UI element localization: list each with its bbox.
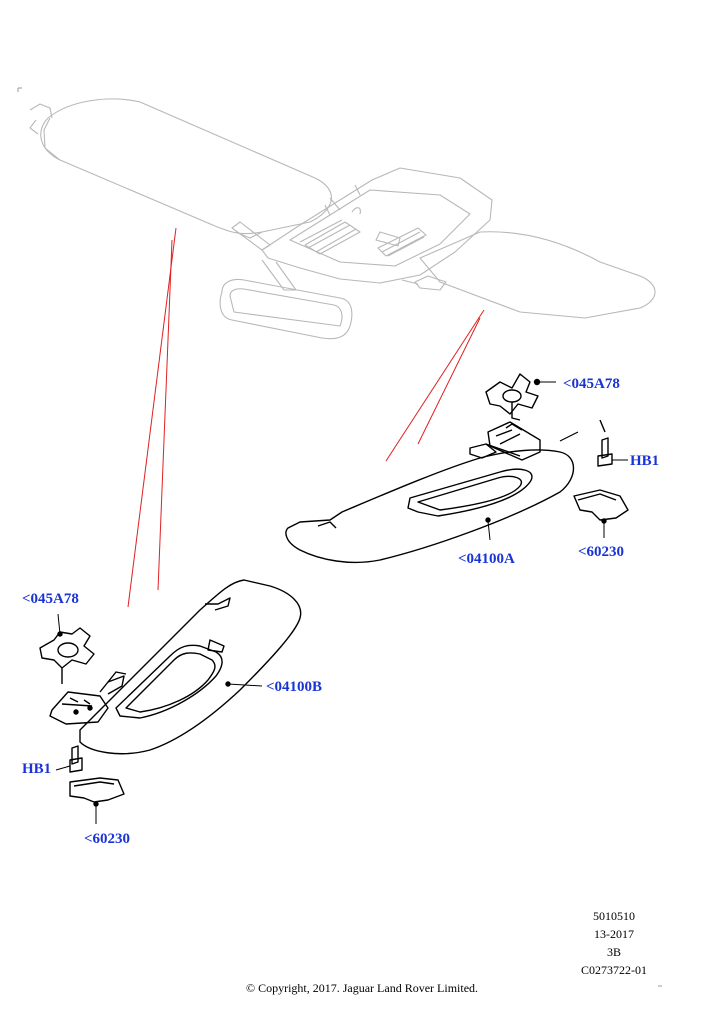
left-visor-mirror: [115, 644, 223, 719]
callout-left-visor: <04100B: [266, 679, 323, 695]
callout-right-cover: <60230: [578, 544, 625, 560]
reference-date: 13-2017: [594, 927, 634, 941]
copyright-notice: © Copyright, 2017. Jaguar Land Rover Lim…: [245, 981, 479, 995]
reference-code: C0273722-01: [581, 963, 647, 977]
left-visor-hinge: [49, 691, 109, 725]
leader-lines: [127, 227, 485, 608]
left-visor: [79, 579, 302, 755]
callout-left-bolt: HB1: [22, 761, 52, 777]
left-visor-assembly: [39, 579, 302, 824]
right-visor-mirror: [407, 468, 533, 517]
corner-marks: [17, 87, 662, 987]
callout-right-bolt: HB1: [630, 453, 660, 469]
callout-left-clip: <045A78: [22, 591, 79, 607]
callout-right-clip: <045A78: [563, 376, 620, 392]
left-clip: [39, 627, 95, 669]
right-visor-assembly: [285, 373, 629, 564]
reference-revision: 3B: [606, 945, 621, 959]
right-cover: [573, 489, 629, 521]
headliner-context-illustration: [29, 98, 656, 340]
callout-right-visor: <04100A: [458, 551, 515, 567]
left-bolt: [71, 745, 79, 765]
right-bolt: [601, 437, 609, 459]
left-cover: [69, 777, 125, 803]
reference-number: 5010510: [593, 909, 635, 923]
callout-left-cover: <60230: [84, 831, 131, 847]
right-clip: [485, 373, 539, 415]
right-visor: [285, 449, 575, 564]
